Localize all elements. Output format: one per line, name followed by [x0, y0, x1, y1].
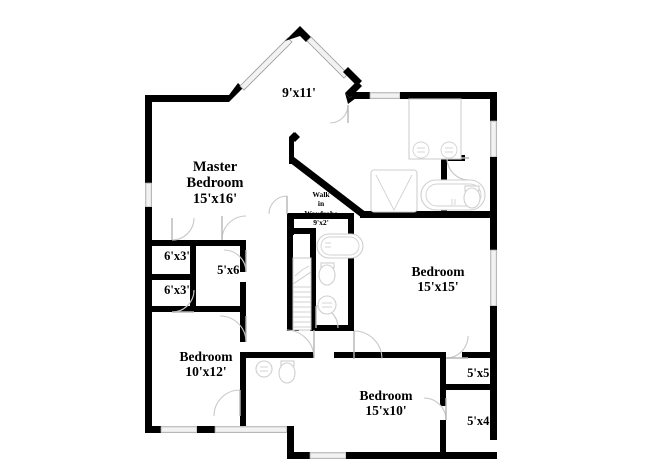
shower-fixture: [370, 169, 418, 213]
doors: [171, 104, 470, 421]
double-vanity-fixture: [408, 98, 462, 160]
top-exterior-wall: [352, 92, 497, 99]
master-toilet-fixture: [463, 185, 481, 209]
staircase-fixture: [292, 257, 312, 331]
hall-bathtub-fixture: [316, 233, 364, 259]
powder-sink-fixture: [255, 360, 273, 378]
bottom-exterior-wall: [145, 426, 497, 459]
powder-toilet-fixture: [278, 360, 296, 384]
exterior-walls: [145, 26, 362, 433]
right-exterior-wall: [490, 92, 497, 440]
hall-sink-fixture: [317, 295, 337, 315]
hall-toilet-fixture: [318, 262, 336, 286]
